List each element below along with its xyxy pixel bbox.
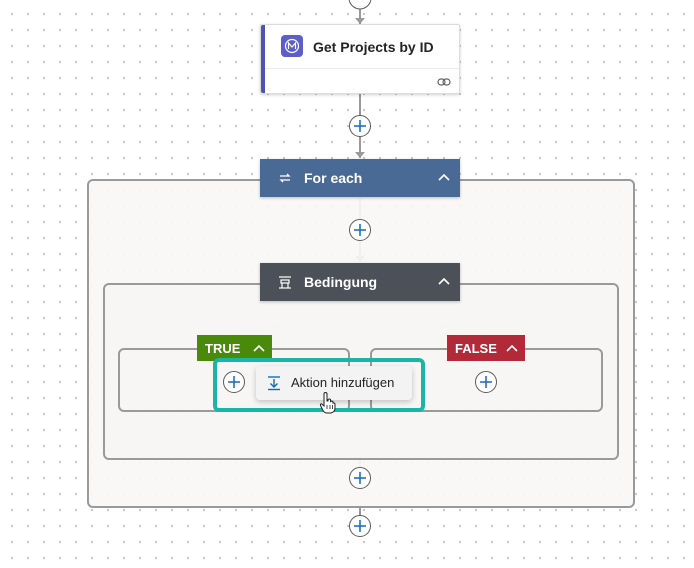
foreach-header[interactable]: For each: [260, 159, 460, 197]
card-divider: [265, 68, 459, 69]
add-step-in-foreach[interactable]: [349, 219, 371, 241]
add-step-after-foreach[interactable]: [349, 515, 371, 537]
add-step-after-condition[interactable]: [349, 467, 371, 489]
get-projects-card[interactable]: Get Projects by ID: [260, 24, 460, 94]
add-action-false-branch[interactable]: [475, 371, 497, 393]
hand-cursor-icon: [319, 392, 336, 414]
condition-label: Bedingung: [304, 274, 378, 290]
add-action-true-branch[interactable]: [223, 371, 245, 393]
link-icon[interactable]: [437, 77, 451, 87]
chevron-up-icon[interactable]: [252, 341, 266, 355]
loop-icon: [279, 173, 291, 183]
false-branch-label: FALSE: [455, 340, 497, 356]
foreach-label: For each: [304, 170, 363, 186]
condition-header[interactable]: Bedingung: [260, 263, 460, 301]
highlight-frame: [213, 358, 425, 412]
condition-icon: [279, 276, 291, 289]
add-action-icon: [268, 376, 280, 391]
chevron-up-icon[interactable]: [436, 273, 452, 289]
true-branch-tag[interactable]: TRUE: [197, 335, 272, 361]
chevron-up-icon[interactable]: [436, 169, 452, 185]
add-step-after-get-projects[interactable]: [349, 115, 371, 137]
chevron-up-icon[interactable]: [505, 341, 519, 355]
add-action-label: Aktion hinzufügen: [291, 375, 395, 390]
false-branch-tag[interactable]: FALSE: [447, 335, 525, 361]
card-accent-bar: [261, 25, 265, 93]
add-action-tooltip[interactable]: Aktion hinzufügen: [256, 366, 412, 400]
connector-logo-icon: [281, 35, 303, 57]
card-title: Get Projects by ID: [313, 39, 434, 55]
true-branch-label: TRUE: [205, 340, 241, 356]
